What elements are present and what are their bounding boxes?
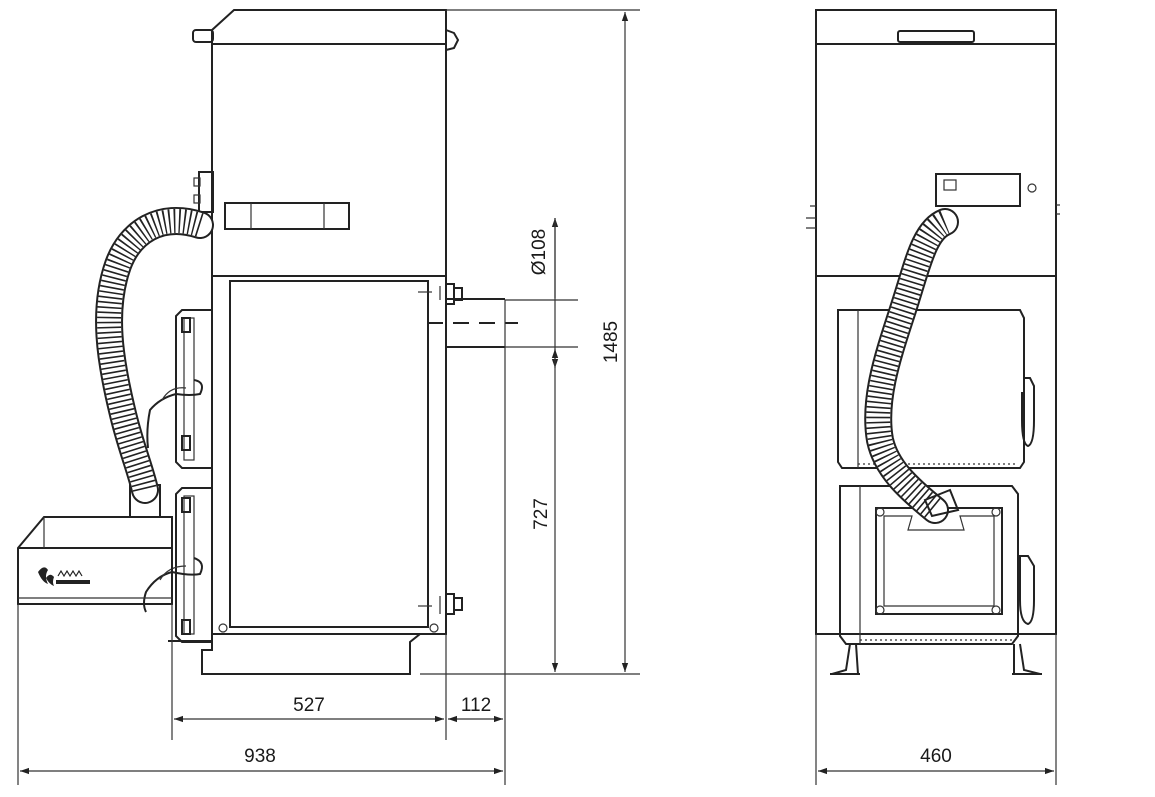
side-rear-connector-bottom	[418, 593, 463, 615]
front-view-dimensions: 460	[815, 634, 1057, 785]
front-boiler-body	[815, 275, 1057, 635]
side-flue-outlet	[418, 283, 518, 348]
label-flue-height: 727	[531, 498, 552, 530]
label-flue-diameter: Ø108	[529, 229, 550, 275]
front-lower-door	[839, 485, 1035, 645]
side-hopper-body	[211, 43, 447, 277]
front-lid-handle	[897, 30, 975, 43]
side-upper-door	[146, 309, 212, 469]
side-lower-door	[143, 487, 212, 643]
label-depth-main: 527	[293, 695, 325, 716]
front-view	[806, 9, 1060, 675]
burner-logo	[38, 567, 90, 586]
front-hopper-lid	[815, 9, 1057, 45]
side-view	[17, 9, 518, 675]
label-flue-offset: 112	[461, 695, 491, 716]
label-total-height: 1485	[601, 321, 622, 363]
side-boiler-body	[201, 275, 447, 675]
front-controller-box	[935, 173, 1021, 207]
front-feed-hose	[864, 208, 959, 524]
side-hopper-lid	[192, 9, 460, 51]
front-feet	[830, 643, 1042, 675]
label-width: 460	[920, 746, 952, 767]
label-depth-overall: 938	[244, 746, 276, 767]
side-hopper-window	[224, 202, 350, 230]
side-view-dimensions: 1485 Ø108 727 527 112 938	[17, 9, 640, 785]
side-feed-hose	[95, 207, 214, 504]
